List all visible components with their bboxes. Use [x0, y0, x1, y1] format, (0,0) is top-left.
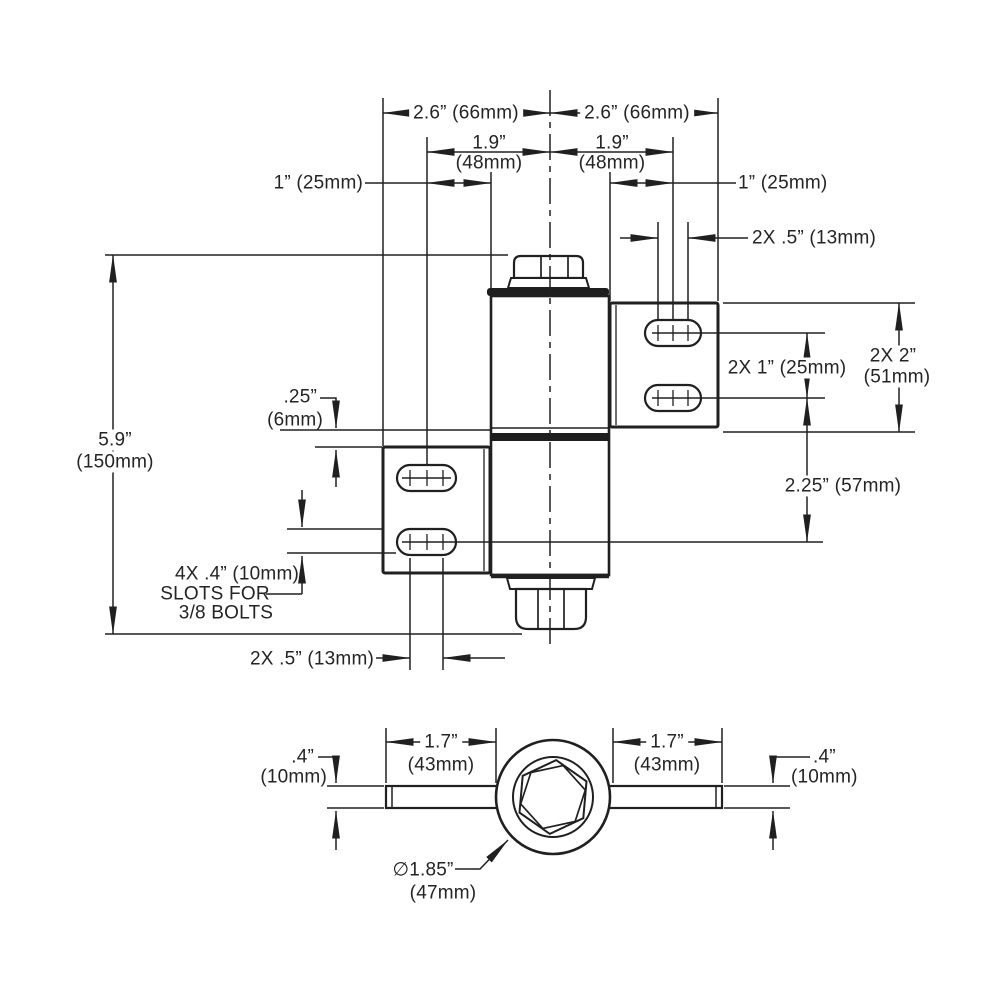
top-view-hinge	[384, 738, 724, 856]
dim-arm-width-left-label-mm: (10mm)	[260, 766, 327, 788]
dim-bottom-slot-length-label: 2X .5” (13mm)	[249, 648, 374, 670]
dim-slot-center-left-label-in: 1.9”	[472, 132, 506, 154]
bottom-washer	[505, 577, 597, 590]
dim-cross-offset-label: 2.25” (57mm)	[780, 475, 906, 497]
dim-plate-height-label-in: 2X 2”	[865, 345, 921, 367]
barrel-junction-band	[491, 433, 609, 441]
dim-arm-width-right-label-mm: (10mm)	[791, 766, 858, 788]
hex-socket-outer	[518, 758, 588, 836]
dim-slot-edge-left-label: 1” (25mm)	[273, 172, 363, 194]
bottom-hex-nut	[514, 587, 588, 631]
dim-top-slot-length-label: 2X .5” (13mm)	[752, 227, 877, 249]
dim-gap-label-in: .25”	[283, 386, 317, 408]
right-arm	[607, 784, 724, 810]
top-bolt-flange	[506, 277, 591, 289]
dim-slot-center-right-label-in: 1.9”	[595, 132, 629, 154]
dim-arm-right-label-mm: (43mm)	[633, 754, 701, 776]
slot-note-line2: SLOTS FOR	[160, 583, 270, 605]
dim-arm-left-label-in: 1.7”	[420, 731, 462, 753]
dim-slot-edge-right-label: 1” (25mm)	[738, 172, 828, 194]
diameter-leader	[455, 839, 509, 870]
dim-arm-left-label-mm: (43mm)	[407, 754, 475, 776]
barrel-inner-circle	[512, 756, 594, 838]
dim-gap-label-mm: (6mm)	[267, 409, 323, 431]
left-arm	[384, 784, 499, 810]
dim-plate-height-label-mm: (51mm)	[859, 366, 935, 388]
top-bolt-head	[512, 254, 585, 280]
dim-arm-right-label-in: 1.7”	[646, 731, 688, 753]
dim-gap-upper-arrow	[320, 397, 340, 429]
dim-overall-height-label-in: 5.9”	[94, 429, 136, 451]
dim-slot-spacing-label: 2X 1” (25mm)	[723, 357, 851, 379]
dim-diameter-label-in: ∅1.85”	[392, 859, 454, 881]
dim-diameter-label-mm: (47mm)	[409, 882, 477, 904]
dim-slot-center-right-label-mm: (48mm)	[578, 152, 646, 174]
dimension-linework	[105, 90, 915, 870]
dim-arm-width-right-label-in: .4”	[813, 746, 836, 768]
dim-overall-left-label: 2.6” (66mm)	[409, 102, 523, 124]
slot-note-line3: 3/8 BOLTS	[178, 602, 274, 624]
top-washer-band	[487, 288, 609, 296]
dim-slot-center-left-label-mm: (48mm)	[455, 152, 523, 174]
slot-center-ticks	[409, 325, 689, 550]
dim-arm-width-left-label-in: .4”	[291, 746, 314, 768]
slot-note-line1: 4X .4” (10mm)	[174, 563, 300, 585]
dim-overall-height-label-mm: (150mm)	[72, 451, 158, 473]
dim-overall-right-label: 2.6” (66mm)	[580, 102, 694, 124]
hex-socket-inner	[519, 764, 587, 830]
